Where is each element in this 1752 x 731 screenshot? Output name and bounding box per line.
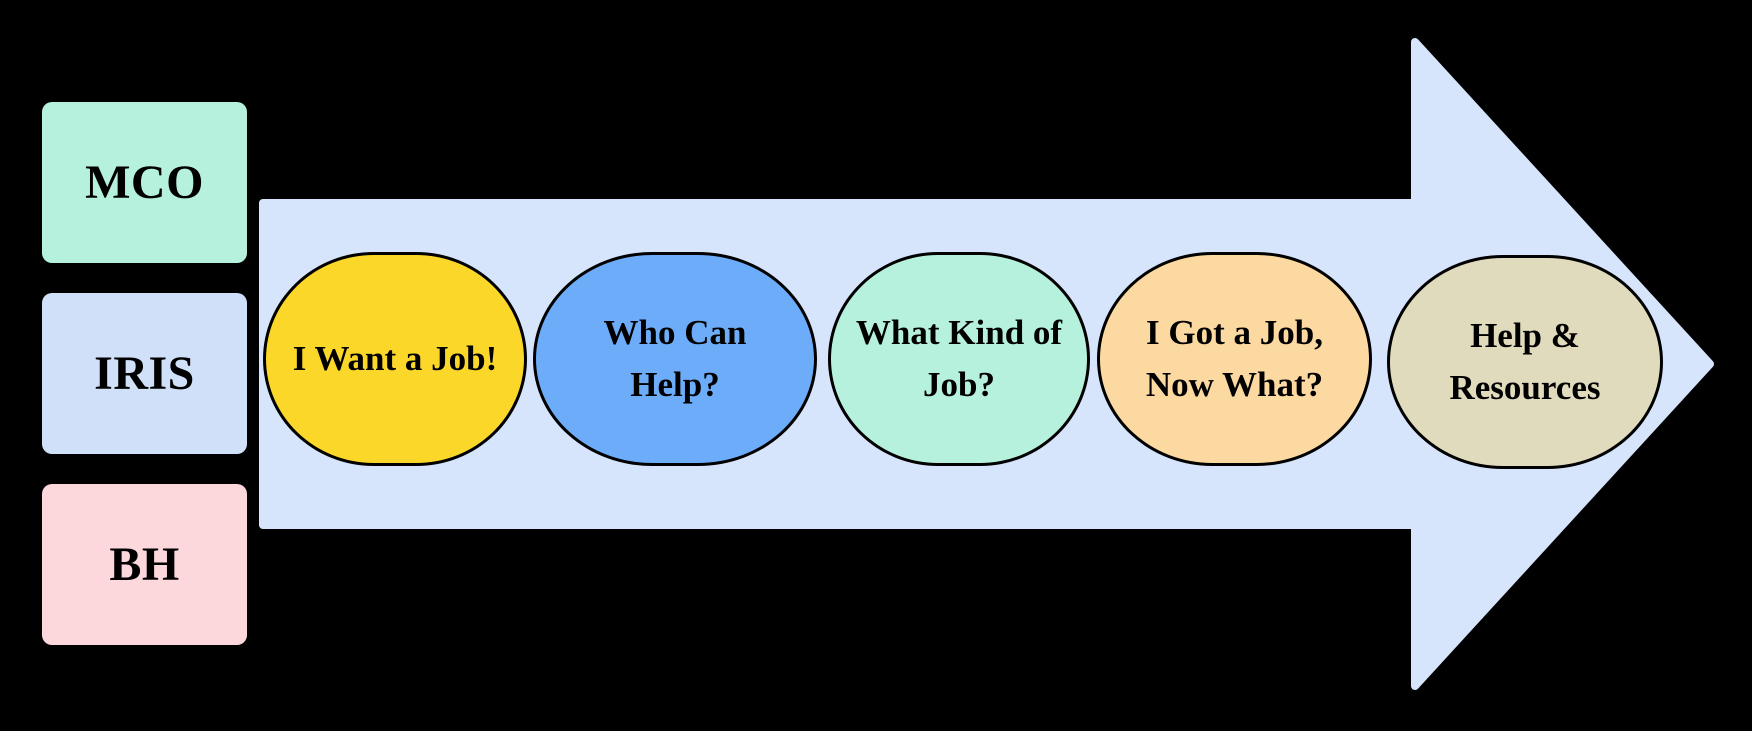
step-bubble-i-got-a-job-now-what[interactable]: I Got a Job, Now What? [1097, 252, 1372, 466]
step-label-line: Job? [923, 365, 995, 404]
step-label-line: I Got a Job, [1146, 313, 1323, 353]
step-label-line: Who Can [603, 313, 747, 353]
program-box-bh[interactable]: BH [42, 484, 247, 645]
step-label-line: I Want a Job! [292, 339, 498, 379]
step-label-line: Help? [630, 365, 720, 404]
program-label-mco: MCO [85, 156, 204, 209]
step-bubble-help-and-resources[interactable]: Help & Resources [1387, 255, 1663, 469]
step-bubble-what-kind-of-job[interactable]: What Kind of Job? [828, 252, 1090, 466]
step-bubble-i-want-a-job[interactable]: I Want a Job! [263, 252, 527, 466]
step-label-line: Help & [1470, 316, 1580, 356]
program-box-iris[interactable]: IRIS [42, 293, 247, 454]
program-label-iris: IRIS [94, 347, 195, 400]
step-label-line: Resources [1449, 368, 1601, 407]
step-label-line: Now What? [1145, 365, 1324, 404]
program-label-bh: BH [109, 538, 180, 591]
program-box-mco[interactable]: MCO [42, 102, 247, 263]
step-label-line: What Kind of [855, 313, 1063, 353]
step-bubble-who-can-help[interactable]: Who Can Help? [533, 252, 817, 466]
